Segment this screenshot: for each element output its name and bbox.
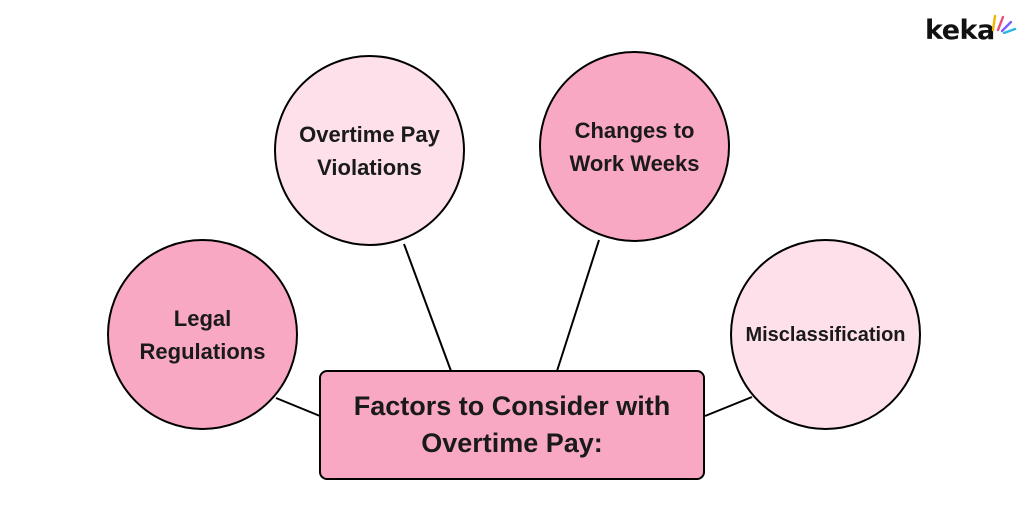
factor-label: Misclassification	[745, 323, 906, 346]
factor-changes-to-work-weeks: Changes to Work Weeks	[539, 51, 730, 242]
factor-legal-regulations: Legal Regulations	[107, 239, 298, 430]
factor-label: Overtime Pay Violations	[299, 121, 440, 180]
logo-rays-icon	[991, 14, 1017, 34]
factor-misclassification: Misclassification	[730, 239, 921, 430]
central-topic-label: Factors to Consider with Overtime Pay:	[353, 390, 671, 458]
factor-label: Changes to Work Weeks	[569, 117, 700, 176]
factor-label: Legal Regulations	[139, 305, 266, 364]
connector-misclass	[704, 396, 753, 417]
central-topic-box: Factors to Consider with Overtime Pay:	[319, 370, 705, 480]
logo-wordmark: keka	[925, 15, 995, 46]
connector-legal	[275, 397, 321, 417]
connector-changes	[556, 239, 600, 372]
factor-overtime-pay-violations: Overtime Pay Violations	[274, 55, 465, 246]
connector-overtime	[403, 243, 452, 372]
keka-logo: keka	[925, 12, 1017, 52]
